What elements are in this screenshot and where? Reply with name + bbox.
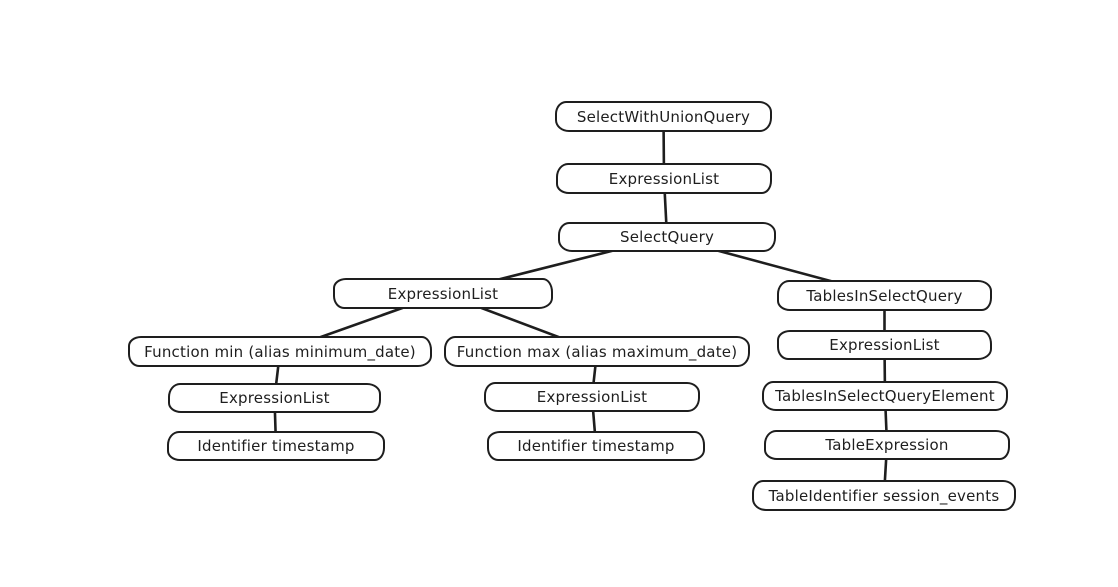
node-tables-in-select-query-element: TablesInSelectQueryElement bbox=[762, 381, 1008, 411]
node-expression-list-max: ExpressionList bbox=[484, 382, 700, 412]
node-expression-list-right: ExpressionList bbox=[777, 330, 992, 360]
node-expression-list-min: ExpressionList bbox=[168, 383, 381, 413]
node-select-with-union-query: SelectWithUnionQuery bbox=[555, 101, 772, 132]
node-select-query: SelectQuery bbox=[558, 222, 776, 252]
node-identifier-timestamp-min: Identifier timestamp bbox=[167, 431, 385, 461]
node-expression-list-top: ExpressionList bbox=[556, 163, 772, 194]
node-identifier-timestamp-max: Identifier timestamp bbox=[487, 431, 705, 461]
node-table-identifier: TableIdentifier session_events bbox=[752, 480, 1016, 511]
node-table-expression: TableExpression bbox=[764, 430, 1010, 460]
node-tables-in-select-query: TablesInSelectQuery bbox=[777, 280, 992, 311]
node-function-min: Function min (alias minimum_date) bbox=[128, 336, 432, 367]
node-expression-list-left: ExpressionList bbox=[333, 278, 553, 309]
node-function-max: Function max (alias maximum_date) bbox=[444, 336, 750, 367]
